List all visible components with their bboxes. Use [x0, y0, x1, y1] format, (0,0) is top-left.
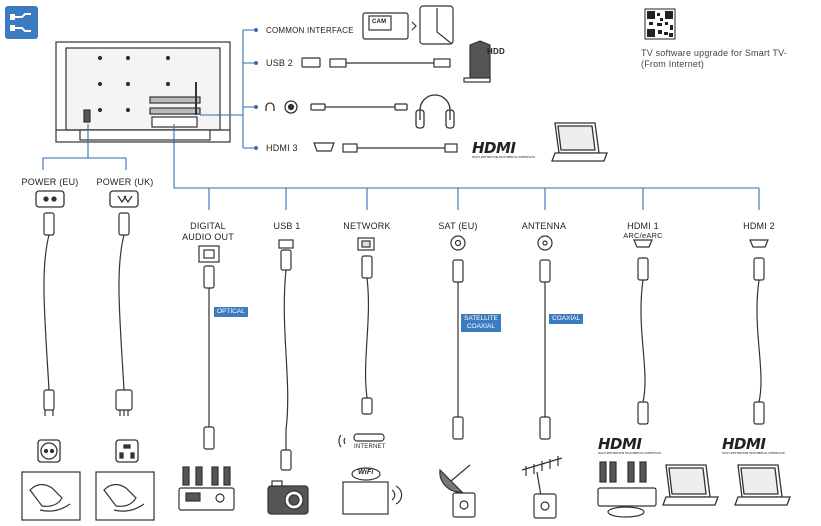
qr-code [644, 8, 676, 40]
common-interface-label: COMMON INTERFACE [266, 26, 354, 35]
laptop-icon [551, 122, 608, 162]
power-sockets [35, 190, 139, 208]
sat-label: SAT (EU) [438, 221, 478, 231]
laptop-hdmi2-icon [734, 464, 791, 506]
cam-label: CAM [372, 19, 387, 25]
plug-in-images [21, 471, 155, 521]
usb2-label: USB 2 [266, 58, 294, 68]
hdd-label: HDD [487, 47, 505, 56]
satellite-tag-line2: COAXIAL [466, 323, 496, 330]
usb1-label: USB 1 [273, 221, 301, 231]
wall-outlets [37, 439, 139, 463]
antenna-label: ANTENNA [521, 221, 567, 231]
hdmi2-logo-sub: HIGH-DEFINITION MULTIMEDIA INTERFACE [722, 451, 785, 455]
network-label: NETWORK [343, 221, 391, 231]
hdmi1-sub-label: ARC/eARC [623, 231, 663, 240]
camera-icon [267, 480, 309, 515]
digital-label-line2: AUDIO OUT [182, 232, 234, 242]
hdmi1-logo-sub: HIGH-DEFINITION MULTIMEDIA INTERFACE [598, 451, 661, 455]
power-eu-label: POWER (EU) [21, 177, 79, 187]
connections-icon [5, 6, 38, 39]
satellite-tag-line1: SATELLITE [464, 315, 498, 322]
bluray-player-icon [597, 461, 657, 518]
software-upgrade-line1: TV software upgrade for Smart TV- [641, 48, 787, 58]
bottom-cables [203, 249, 765, 471]
coaxial-tag: COAXIAL [549, 314, 584, 324]
hdmi2-logo-text: HDMI [722, 435, 766, 453]
tv-back [55, 41, 231, 143]
connector-lines [42, 29, 760, 210]
router-icon [338, 433, 385, 448]
internet-label: INTERNET [354, 444, 386, 450]
wifi-label: WiFi [358, 469, 374, 476]
hdmi-logo-sub: HIGH-DEFINITION MULTIMEDIA INTERFACE [472, 155, 535, 159]
software-upgrade-line2: (From Internet) [641, 59, 705, 69]
bottom-jacks [198, 235, 769, 263]
hdmi3-label: HDMI 3 [266, 143, 298, 153]
hdmi-logo-text: HDMI [472, 139, 516, 157]
hdmi-cable [313, 142, 458, 153]
power-cables [43, 212, 133, 416]
wifi-tv-icon [342, 467, 403, 515]
hdmi1-logo-text: HDMI [598, 435, 642, 453]
power-uk-label: POWER (UK) [96, 177, 154, 187]
satellite-dish-icon [439, 464, 476, 518]
hdd-icon [463, 40, 491, 83]
laptop-hdmi1-icon [662, 464, 719, 506]
headphone-icon [265, 94, 455, 129]
cam-module [362, 5, 454, 45]
av-receiver-icon [178, 466, 235, 511]
antenna-icon [521, 456, 563, 519]
digital-label-line1: DIGITAL [190, 221, 226, 231]
optical-tag: OPTICAL [214, 307, 248, 317]
hdmi2-label: HDMI 2 [743, 221, 775, 231]
hdmi1-label: HDMI 1 [627, 221, 659, 231]
usb-cable [301, 57, 451, 68]
